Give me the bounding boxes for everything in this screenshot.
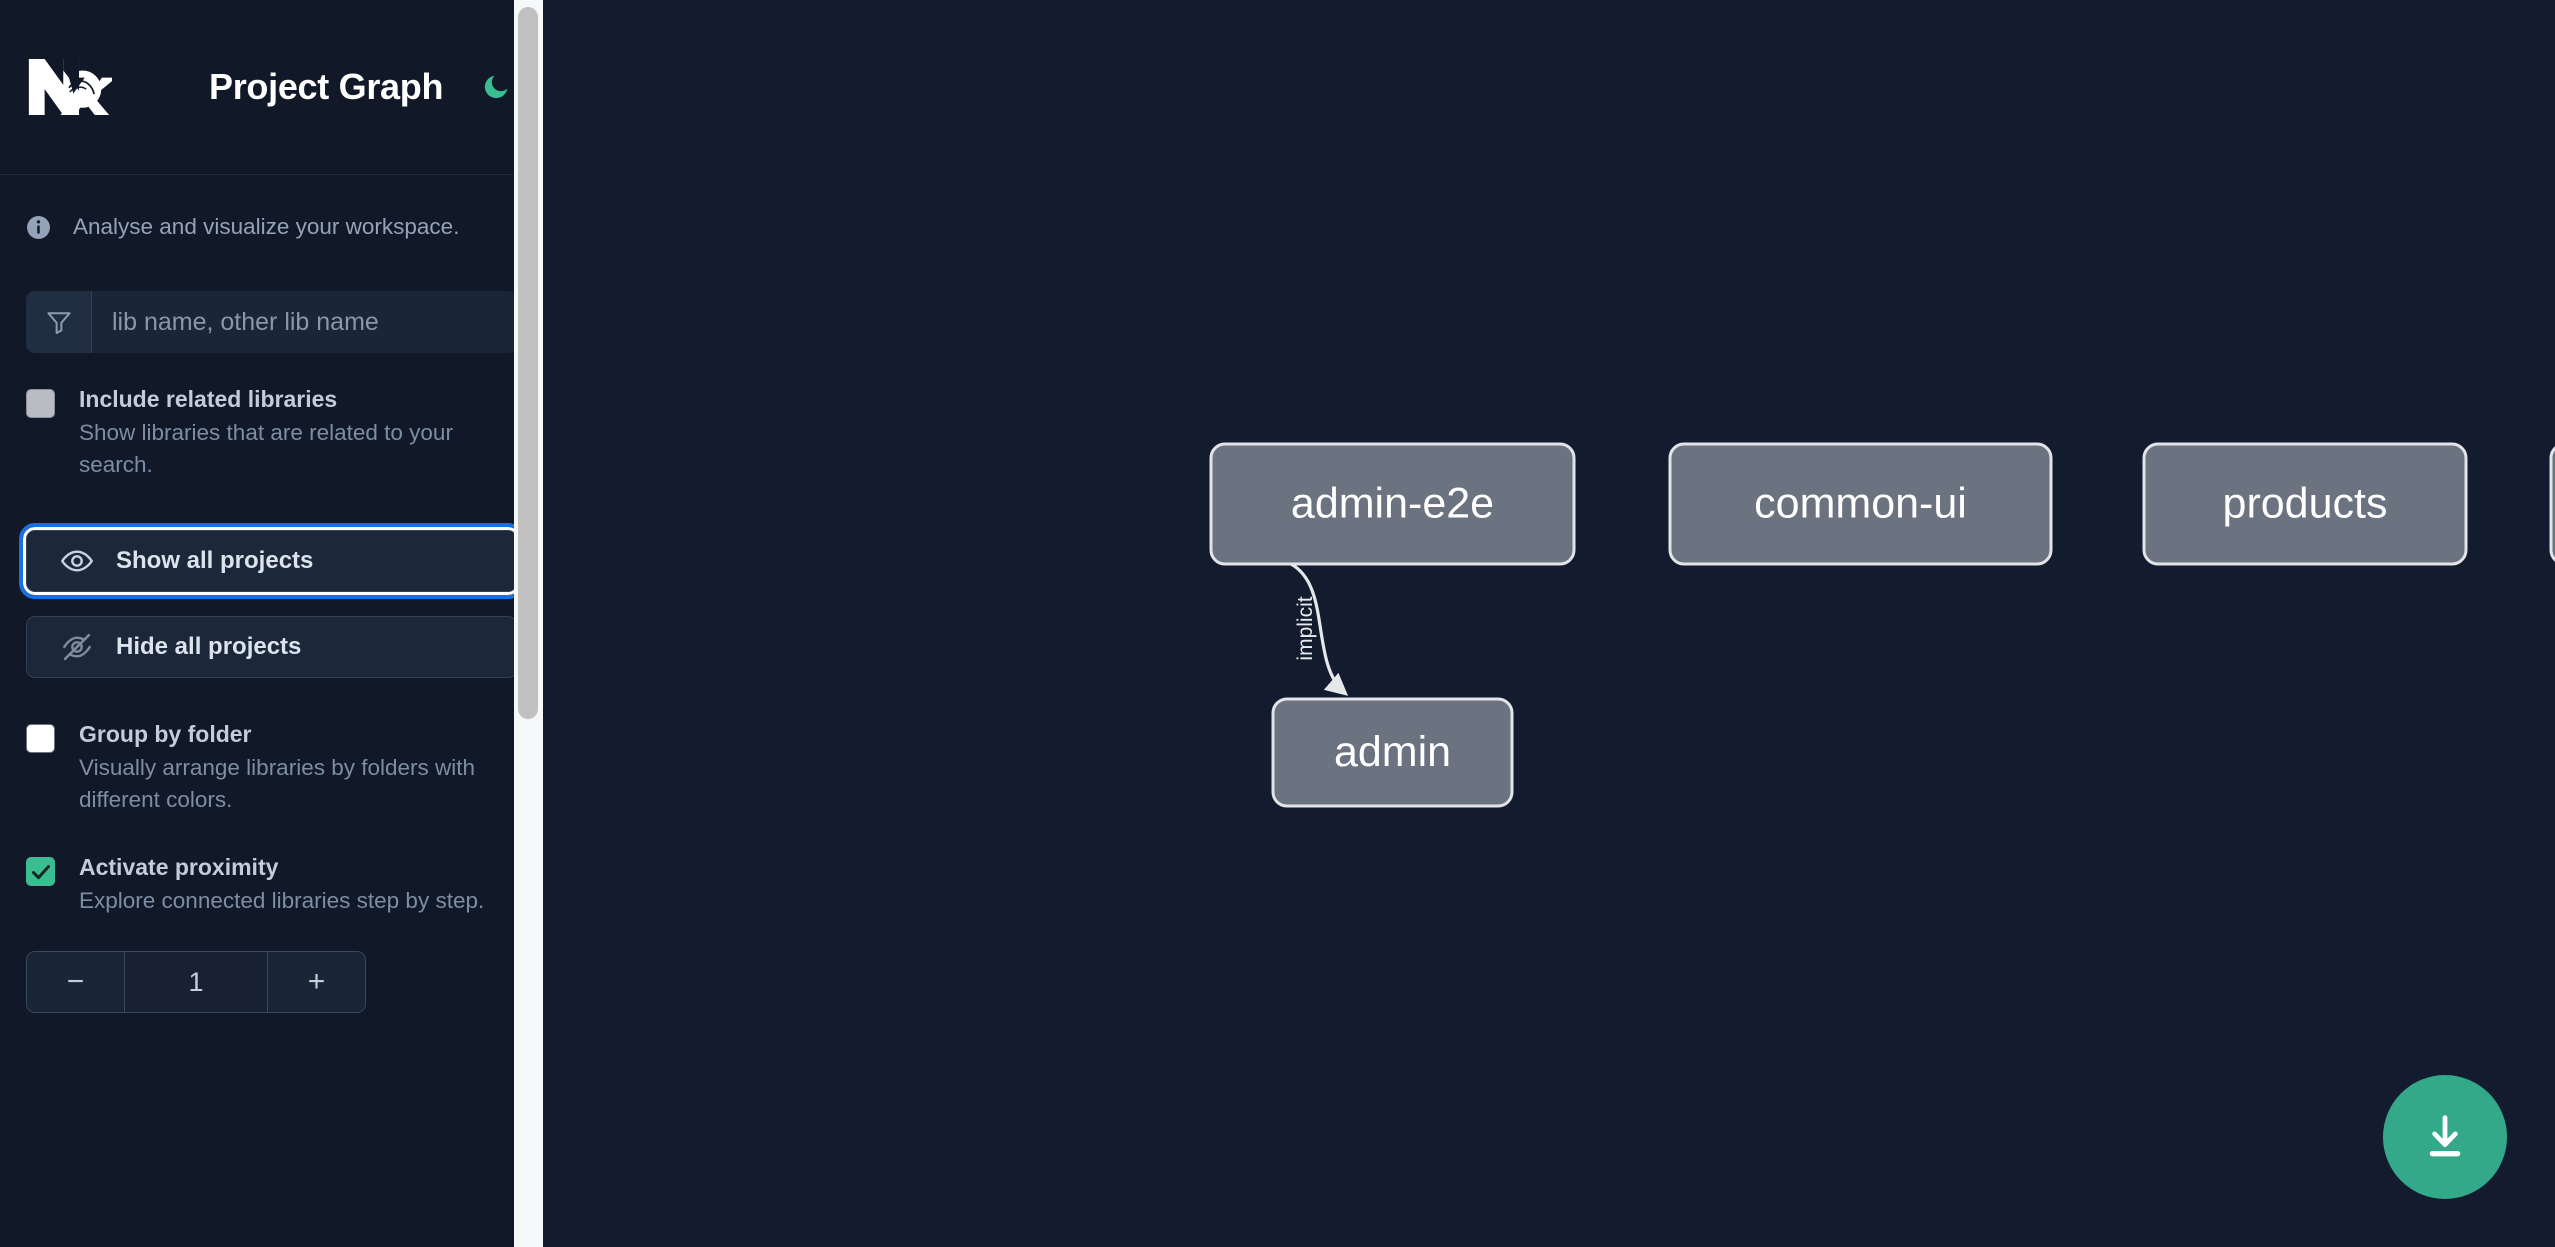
graph-node-rect[interactable] [1209,442,1576,566]
graph-node[interactable]: store-e2e [2549,444,2555,564]
search-row [26,291,517,353]
group-by-folder-checkbox[interactable] [26,724,55,753]
hide-all-projects-label: Hide all projects [116,633,302,660]
graph-node-rect[interactable] [2549,444,2555,564]
eye-icon [60,544,94,578]
activate-proximity-checkbox[interactable] [26,857,55,886]
moon-icon[interactable] [479,70,513,104]
graph-node-label: admin-e2e [1291,479,1494,527]
option-title: Activate proximity [79,854,279,880]
graph-edges: implicitimplicit [1290,562,1349,696]
graph-edge-label: implicit [1294,596,1317,660]
graph-node[interactable]: products [2142,442,2468,566]
info-icon [26,215,51,240]
graph-node-rect[interactable] [1668,442,2053,566]
show-all-projects-button[interactable]: Show all projects [19,523,524,599]
filter-funnel-icon[interactable] [26,291,92,353]
include-related-libraries-checkbox[interactable] [26,389,55,418]
graph-node-label: products [2223,479,2388,527]
option-activate-proximity[interactable]: Activate proximity Explore connected lib… [26,853,517,917]
sidebar: Project Graph Analyse and visualize your… [0,0,543,1247]
sidebar-header: Project Graph [0,0,543,175]
option-title: Group by folder [79,721,252,747]
option-description: Show libraries that are related to your … [79,419,453,478]
graph-edge [1290,562,1349,696]
tagline-text: Analyse and visualize your workspace. [73,214,460,239]
graph-node[interactable]: common-ui [1668,442,2053,566]
graph-node-rect[interactable] [1271,697,1514,808]
sidebar-scrollbar[interactable] [514,0,543,1247]
search-input[interactable] [92,291,517,353]
option-description: Explore connected libraries step by step… [79,887,485,913]
nx-logo-icon [26,56,117,118]
option-description: Visually arrange libraries by folders wi… [79,754,476,813]
graph-canvas[interactable]: implicitimplicit admin-e2e common-ui produ… [543,0,2555,1247]
proximity-stepper: − 1 + [26,951,366,1014]
graph-node-rect[interactable] [2142,442,2468,566]
option-include-related-libraries[interactable]: Include related libraries Show libraries… [26,385,517,482]
sidebar-scrollbar-thumb[interactable] [518,7,538,719]
graph-nodes: admin-e2e common-ui products store-e2e admin… [1209,442,2555,808]
graph-node-label: common-ui [1754,479,1967,527]
proximity-decrement-button[interactable]: − [27,952,125,1013]
show-all-projects-label: Show all projects [116,547,314,574]
sidebar-body: Include related libraries Show libraries… [0,291,543,1014]
graph-node[interactable]: admin-e2e [1209,442,1576,566]
option-group-by-folder[interactable]: Group by folder Visually arrange librari… [26,720,517,817]
project-graph-svg: implicitimplicit admin-e2e common-ui produ… [1209,442,2555,808]
hide-all-projects-button[interactable]: Hide all projects [26,616,517,678]
download-icon [2429,1115,2461,1157]
tagline: Analyse and visualize your workspace. [0,175,543,279]
proximity-value: 1 [125,952,267,1013]
option-title: Include related libraries [79,386,338,412]
eye-off-icon [60,630,94,664]
page-title: Project Graph [209,66,444,107]
graph-node-label: admin [1334,728,1451,776]
download-button[interactable] [2383,1075,2507,1199]
proximity-increment-button[interactable]: + [267,952,365,1013]
project-visibility-buttons: Show all projects Hide all projects [19,523,524,678]
graph-node[interactable]: admin [1271,697,1514,808]
